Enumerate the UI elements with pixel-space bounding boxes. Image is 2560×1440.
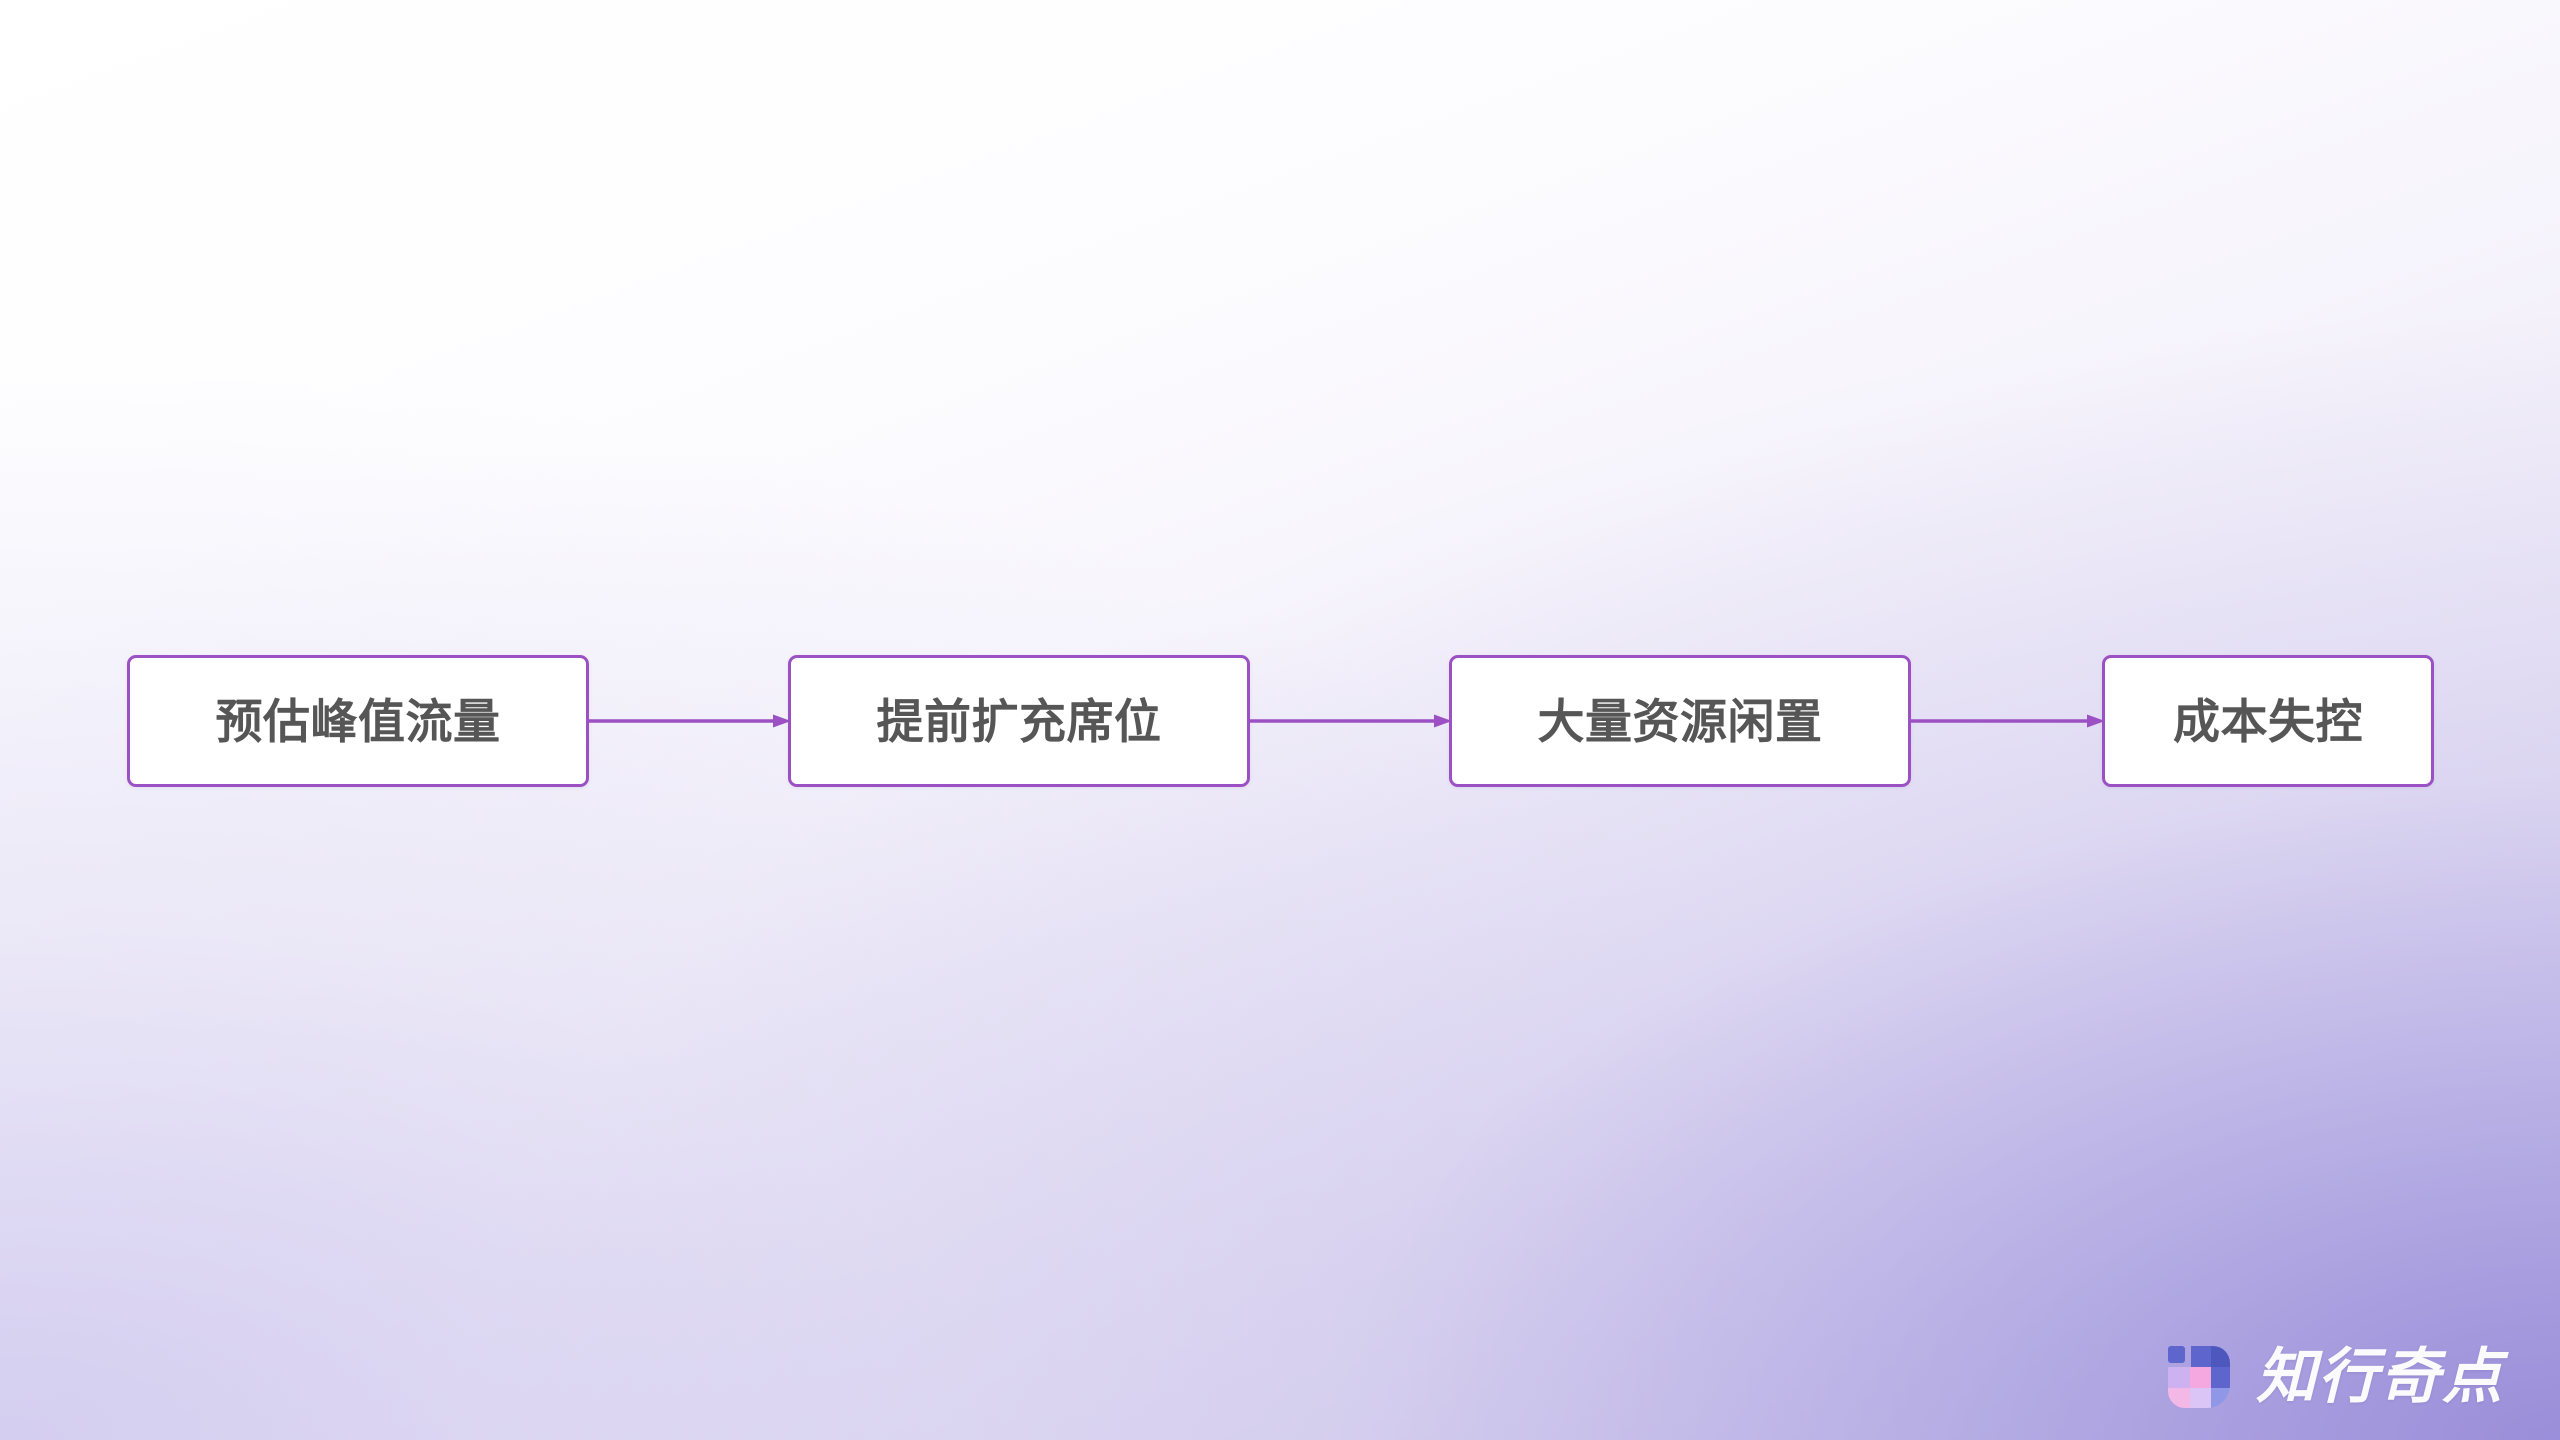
flow-node-2-label: 提前扩充席位 (876, 694, 1162, 748)
flow-node-4[interactable]: 成本失控 (2102, 655, 2434, 787)
checkered-square-logo-icon (2168, 1346, 2230, 1408)
flow-diagram: 预估峰值流量 提前扩充席位 大量资源闲置 (0, 655, 2560, 787)
brand-watermark: 知行奇点 (2168, 1346, 2504, 1408)
flow-node-3-label: 大量资源闲置 (1537, 694, 1823, 748)
flow-arrow-2 (1250, 713, 1452, 729)
brand-name-text: 知行奇点 (2256, 1343, 2504, 1410)
flow-node-3[interactable]: 大量资源闲置 (1449, 655, 1911, 787)
flow-node-4-label: 成本失控 (2173, 694, 2363, 748)
flow-arrow-1 (589, 713, 791, 729)
flow-node-1-label: 预估峰值流量 (215, 694, 501, 748)
flow-node-2[interactable]: 提前扩充席位 (788, 655, 1250, 787)
flow-node-1[interactable]: 预估峰值流量 (127, 655, 589, 787)
flow-arrow-3 (1911, 713, 2105, 729)
